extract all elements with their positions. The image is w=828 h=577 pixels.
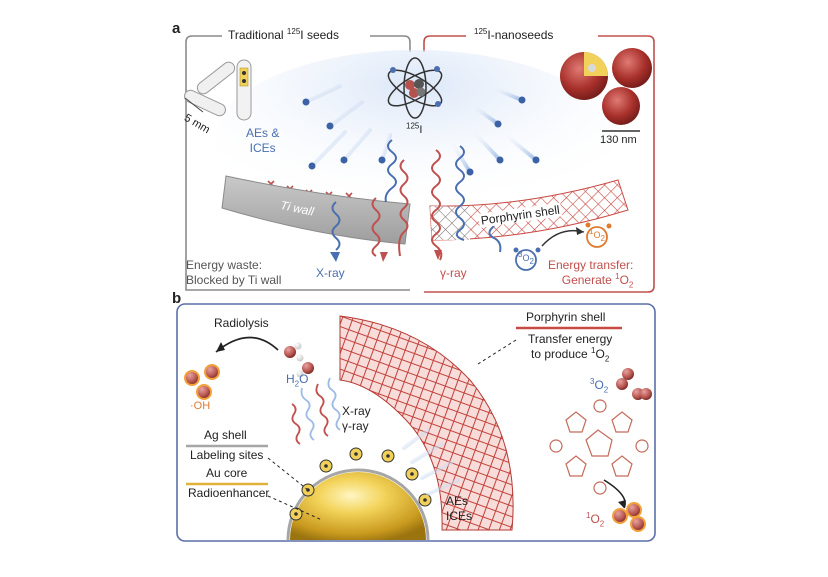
panel-a-right-border	[423, 35, 466, 52]
au-core-label: Au core	[206, 466, 248, 480]
au-core-sphere	[290, 472, 426, 540]
panel-b-border	[176, 303, 656, 542]
aes-ices-particles	[302, 84, 540, 176]
nanoseeds-title: 125I-nanoseeds	[474, 27, 554, 43]
triplet-oxygen-circle	[515, 249, 537, 271]
triplet-oxygen-label-a: 3O2	[518, 250, 534, 266]
ag-shell-label: Ag shell	[204, 428, 247, 442]
porphyrin-molecule-icon	[549, 399, 649, 495]
hydroxyl-label: ·OH	[190, 400, 211, 412]
traditional-seeds-title: Traditional 125I seeds	[228, 27, 339, 43]
ti-wall-shape	[221, 175, 411, 245]
singlet-conversion-arrow	[603, 479, 626, 509]
traditional-seed-capsules	[183, 59, 252, 121]
panel-a-left-border	[185, 42, 410, 291]
radiolysis-arrow	[215, 336, 279, 353]
energy-transfer-label: Energy transfer:Generate 1O2	[548, 258, 634, 290]
xray-gamma-waves-b	[291, 377, 341, 445]
panel-a-letter: a	[172, 20, 181, 37]
iodine-125-atom-icon	[387, 57, 443, 119]
radioenhancer-label: Radioenhancer	[188, 486, 270, 500]
porphyrin-shell-label-b: Porphyrin shell	[526, 310, 606, 324]
gamma-ray-label-a: γ-ray	[440, 266, 467, 280]
aes-ices-label: AEs &ICEs	[246, 126, 280, 155]
panel-b-letter: b	[172, 290, 182, 307]
nanoseed-spheres	[560, 48, 652, 132]
singlet-oxygen-label-b: 1O2	[586, 511, 605, 529]
xray-gamma-waves	[331, 139, 502, 261]
iodine-125-label: 125I	[406, 121, 423, 136]
radiolysis-label: Radiolysis	[214, 316, 269, 330]
aes-ices-streaks	[402, 428, 460, 496]
water-molecules	[284, 342, 314, 378]
water-label: H2O	[286, 372, 309, 389]
singlet-oxygen-circle	[586, 226, 608, 248]
singlet-oxygen-molecules	[612, 502, 646, 532]
panel-b	[176, 303, 656, 542]
triplet-oxygen-label-b: 3O2	[590, 377, 609, 395]
energy-waste-label: Energy waste:Blocked by Ti wall	[186, 258, 282, 287]
singlet-oxygen-label-a: 1O2	[589, 227, 605, 243]
labeling-sites-label: Labeling sites	[190, 448, 264, 462]
radioactive-label-icons	[289, 447, 432, 521]
panel-a	[183, 35, 655, 293]
triplet-oxygen-molecules	[616, 368, 652, 400]
hydroxyl-radicals	[184, 364, 220, 400]
scale-130nm-label: 130 nm	[600, 134, 637, 146]
porphyrin-mesh-hemisphere	[339, 315, 514, 531]
xray-label-a: X-ray	[316, 266, 345, 280]
